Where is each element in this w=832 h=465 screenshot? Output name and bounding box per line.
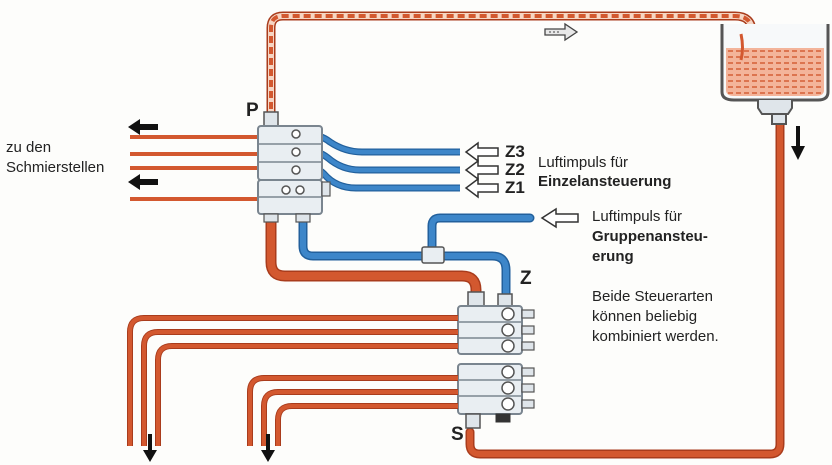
group-impulse-line3: erung — [592, 248, 634, 265]
lower-valve-block — [457, 291, 535, 429]
combination-note-line2: können beliebig — [592, 308, 698, 325]
group-impulse-line1: Luftimpuls für — [592, 208, 683, 225]
hollow-arrow-left-icon — [540, 207, 579, 229]
supply-line — [266, 11, 757, 125]
z3-label: Z3 — [505, 142, 525, 161]
upper-valve-block — [257, 111, 331, 223]
solid-arrow-icon — [143, 434, 157, 462]
oil-tank-icon — [720, 24, 830, 125]
lower-outlet-lines — [127, 315, 458, 446]
individual-air-lines — [303, 130, 460, 192]
outlets-label-line2: Schmierstellen — [6, 159, 105, 176]
feed-line-to-lower-block — [265, 216, 482, 304]
solid-arrow-icon — [128, 174, 158, 190]
individual-impulse-line2: Einzelansteuerung — [538, 173, 672, 190]
group-impulse-label: Luftimpuls für Gruppenansteu- erung — [592, 207, 708, 267]
combination-note-line3: kombiniert werden. — [592, 328, 719, 345]
individual-impulse-label: Luftimpuls für Einzelansteuerung — [538, 153, 671, 191]
outlets-label: zu den Schmierstellen — [6, 138, 104, 178]
group-impulse-line2: Gruppenansteu- — [592, 228, 708, 245]
group-air-line — [298, 211, 535, 305]
hollow-arrow-right-icon — [544, 22, 579, 42]
combination-note: Beide Steuerarten können beliebig kombin… — [592, 287, 719, 347]
pressure-port-label: P — [246, 100, 259, 121]
hollow-arrow-left-icon — [464, 141, 499, 163]
return-line — [465, 105, 785, 459]
hollow-arrow-left-icon — [464, 177, 499, 199]
z1-label: Z1 — [505, 178, 525, 197]
upper-outlet-lines — [130, 135, 262, 201]
hollow-arrow-left-icon — [464, 159, 499, 181]
outlets-label-line1: zu den — [6, 139, 52, 156]
solid-arrow-icon — [261, 434, 275, 462]
z2-label: Z2 — [505, 160, 525, 179]
combination-note-line1: Beide Steuerarten — [592, 288, 713, 305]
group-port-label: Z — [520, 268, 532, 289]
individual-impulse-line1: Luftimpuls für — [538, 154, 629, 171]
tee-connector — [421, 246, 445, 264]
return-port-label: S — [451, 424, 464, 445]
solid-arrow-icon — [128, 119, 158, 135]
solid-arrow-icon — [791, 126, 805, 160]
